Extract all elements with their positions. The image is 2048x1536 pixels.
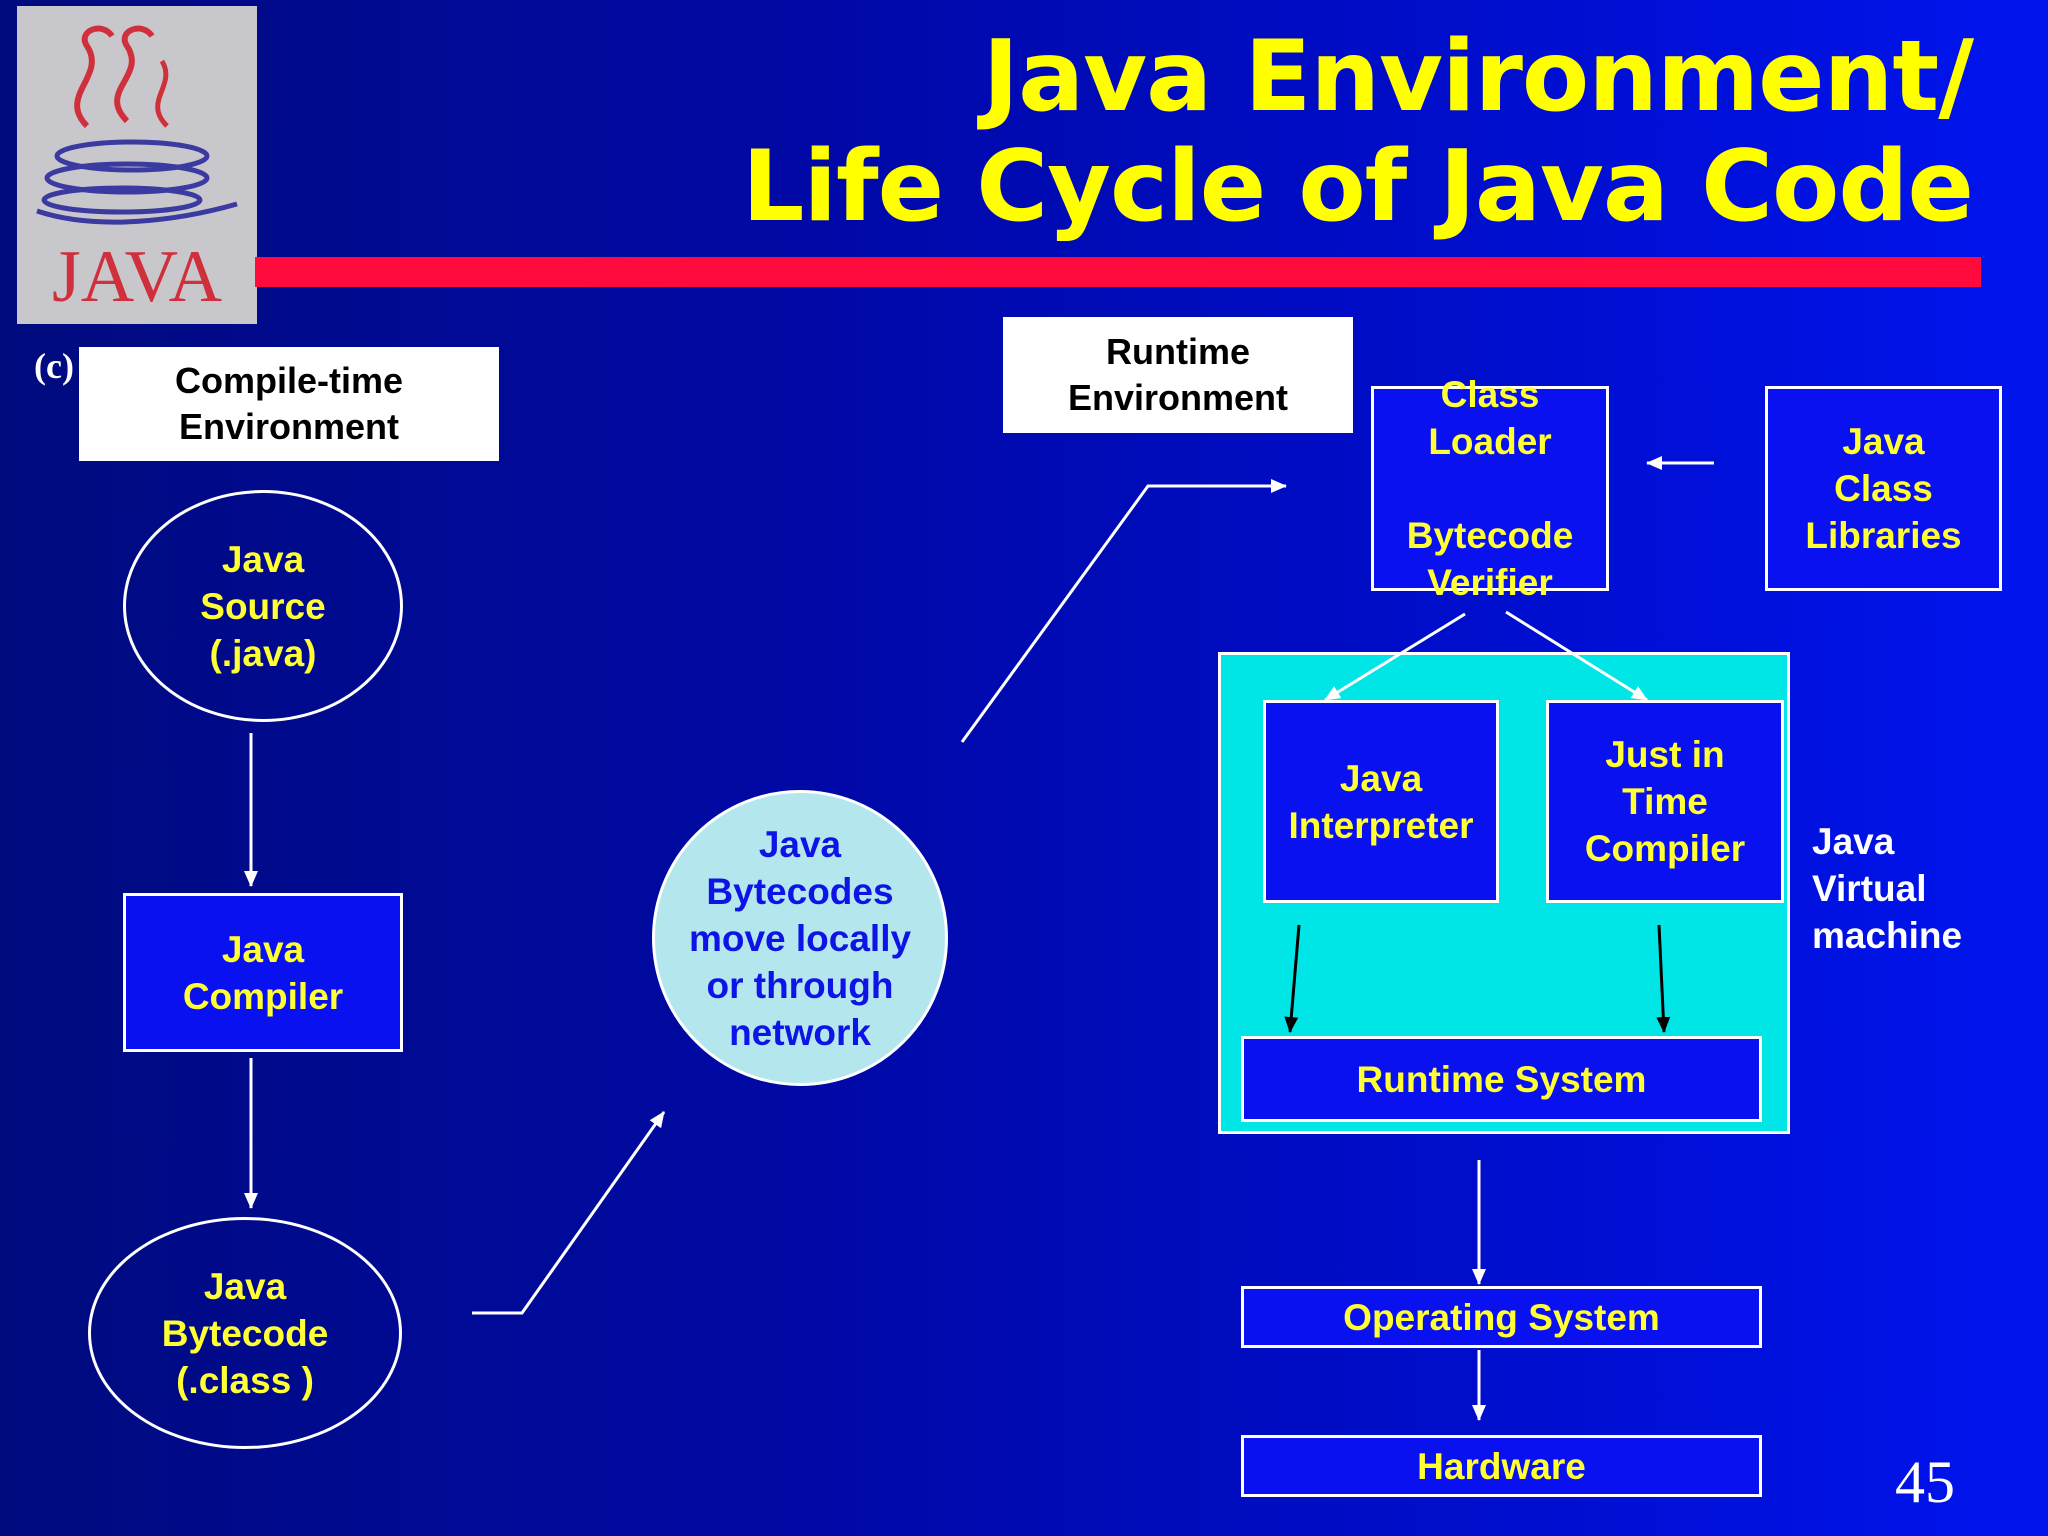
jit-compiler-node: Just in Time Compiler <box>1546 700 1784 903</box>
runtime-system-node: Runtime System <box>1241 1036 1762 1122</box>
svg-text:JAVA: JAVA <box>52 236 222 318</box>
title-line-2: Life Cycle of Java Code <box>742 130 1974 244</box>
copyright-mark: (c) <box>34 346 74 386</box>
class-loader-node: Class Loader Bytecode Verifier <box>1371 374 1609 603</box>
java-cup-icon: JAVA <box>36 25 238 318</box>
page-number: 45 <box>1895 1449 1955 1515</box>
compile-time-label: Compile-time Environment <box>79 347 499 461</box>
title-line-1: Java Environment/ <box>982 20 1974 134</box>
operating-system-node: Operating System <box>1241 1286 1762 1348</box>
bytecode-transfer-node: Java Bytecodes move locally or through n… <box>652 790 948 1086</box>
jvm-label: Java Virtual machine <box>1812 821 1963 956</box>
java-compiler-node: Java Compiler <box>123 893 403 1052</box>
java-source-node: Java Source (.java) <box>123 490 403 722</box>
title-underline-bar <box>255 257 1981 287</box>
class-libraries-node: Java Class Libraries <box>1765 386 2002 591</box>
java-logo: JAVA <box>17 6 257 324</box>
java-interpreter-node: Java Interpreter <box>1263 700 1499 903</box>
java-bytecode-node: Java Bytecode (.class ) <box>88 1217 402 1449</box>
hardware-node: Hardware <box>1241 1435 1762 1497</box>
arrow-bytecode-to-transfer <box>472 1111 666 1315</box>
runtime-label: Runtime Environment <box>1003 317 1353 433</box>
